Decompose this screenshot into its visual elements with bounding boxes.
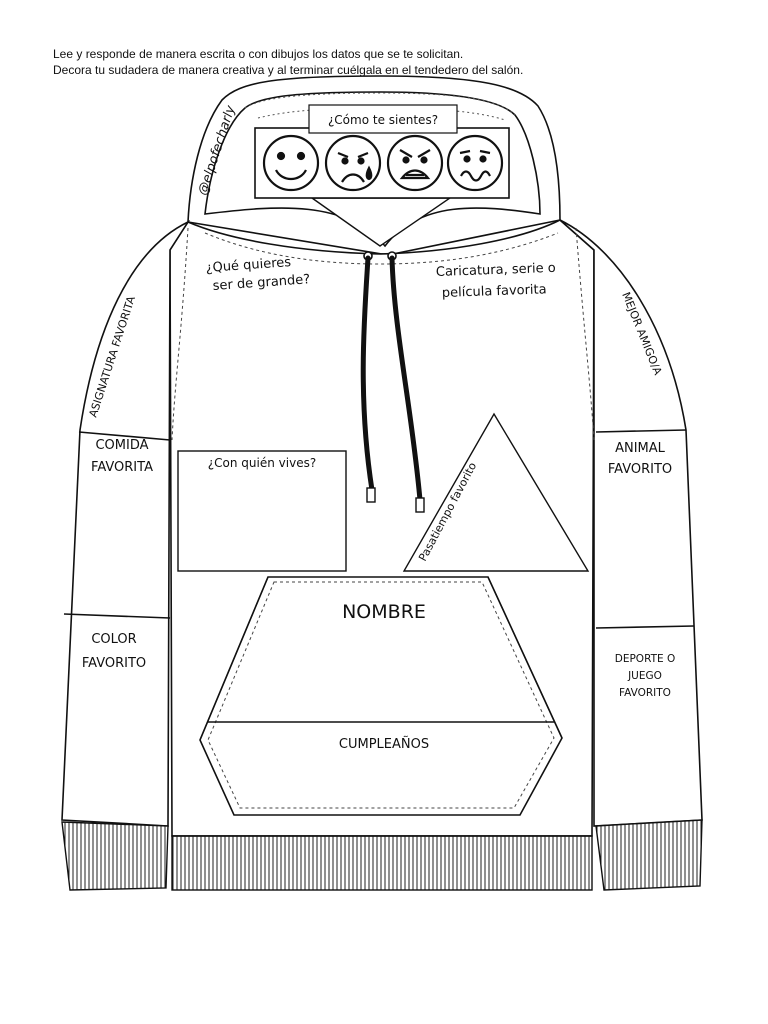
live-with-box[interactable] <box>177 450 347 572</box>
right-cuff <box>595 819 703 891</box>
pocket: NOMBRE CUMPLEAÑOS <box>199 576 563 816</box>
right-sleeve-sport-3: FAVORITO <box>619 687 671 699</box>
right-sleeve-sport-1: DEPORTE O <box>615 653 676 665</box>
left-sleeve-color-2: FAVORITO <box>82 656 146 671</box>
left-sleeve-color-1: COLOR <box>91 632 136 647</box>
live-with-label: ¿Con quién vives? <box>208 456 316 470</box>
chest-right-line-1: Caricatura, serie o <box>436 261 556 280</box>
chest-left-line-1: ¿Qué quieres <box>205 255 291 276</box>
instruction-line-1: Lee y responde de manera escrita o con d… <box>53 47 464 61</box>
chest-left-line-2: ser de grande? <box>212 272 310 294</box>
right-sleeve <box>559 219 703 827</box>
pocket-birthday-label: CUMPLEAÑOS <box>339 736 429 752</box>
right-sleeve-sport-2: JUEGO <box>627 670 662 682</box>
crying-face-icon[interactable] <box>324 134 382 192</box>
left-drawstring <box>360 255 375 493</box>
ribbing <box>61 819 703 891</box>
mood-question: ¿Cómo te sientes? <box>328 113 438 127</box>
left-sleeve-food-2: FAVORITA <box>91 460 153 475</box>
drawstrings <box>360 251 425 513</box>
mood-box: ¿Cómo te sientes? <box>254 104 510 199</box>
happy-face-icon[interactable] <box>262 134 320 192</box>
instructions: Lee y responde de manera escrita o con d… <box>53 46 523 78</box>
right-sleeve-animal-1: ANIMAL <box>615 441 666 456</box>
instruction-line-2: Decora tu sudadera de manera creativa y … <box>53 63 524 77</box>
mood-question-box <box>308 104 458 134</box>
pocket-name-label: NOMBRE <box>342 601 426 623</box>
left-sleeve-food-1: COMIDA <box>95 438 148 453</box>
hobby-triangle[interactable] <box>402 412 590 572</box>
right-sleeve-animal-2: FAVORITO <box>608 462 672 477</box>
left-cuff <box>61 821 169 891</box>
worried-face-icon[interactable] <box>446 134 504 192</box>
angry-face-icon[interactable] <box>386 134 444 192</box>
chest-right-line-2: película favorita <box>442 282 547 301</box>
left-sleeve <box>61 220 191 827</box>
waistband <box>171 835 593 891</box>
right-drawstring <box>389 255 423 503</box>
